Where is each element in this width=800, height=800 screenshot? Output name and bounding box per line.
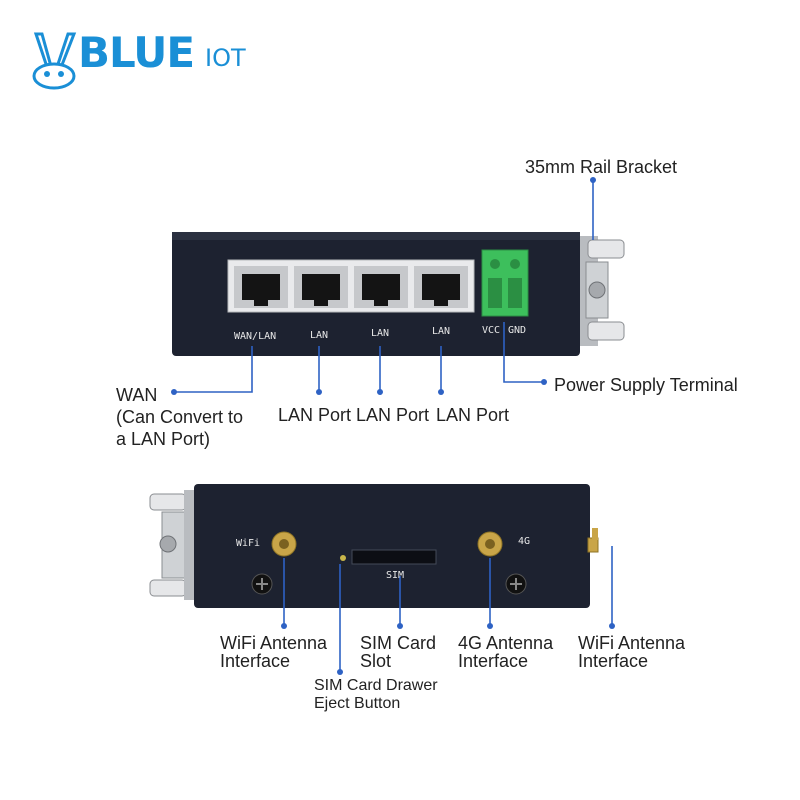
sim-slot [351, 549, 437, 565]
bottom-device [149, 484, 599, 608]
lan-port-label-2: LAN Port [356, 405, 430, 425]
port-label-lan-2: LAN [371, 328, 390, 339]
4g-antenna-connector [477, 531, 503, 557]
brand-suffix: IOT [205, 44, 246, 72]
lan-port-2 [354, 266, 408, 308]
top-device [172, 232, 625, 356]
wan-label-line1: WAN [116, 385, 158, 405]
brand-name: BLUE [78, 28, 195, 77]
screw-icon [251, 573, 273, 595]
power-terminal-label: Power Supply Terminal [554, 375, 738, 395]
wifi-device-label: WiFi [236, 538, 261, 549]
eject-button-label-line2: Eject Button [314, 695, 401, 712]
sim-device-label: SIM [386, 570, 405, 581]
brand-logo-icon [32, 32, 77, 90]
terminal-label-gnd: GND [508, 325, 527, 336]
rail-bracket [578, 236, 625, 346]
wan-lan-port [234, 266, 288, 308]
eject-button-label-line1: SIM Card Drawer [314, 677, 438, 694]
sim-slot-label-line1: SIM Card [360, 633, 437, 653]
4g-antenna-label-line1: 4G Antenna [458, 633, 554, 653]
wifi-antenna-2-label-line1: WiFi Antenna [578, 633, 686, 653]
callout-lines [174, 180, 613, 672]
wifi-antenna-connector [271, 531, 297, 557]
device-rear-body [194, 484, 590, 608]
rail-bracket-label: 35mm Rail Bracket [525, 157, 678, 177]
callout-dots [171, 177, 615, 675]
side-wifi-antenna-connector [587, 528, 599, 553]
lan-port-3 [414, 266, 468, 308]
wan-label-line2: (Can Convert to [116, 407, 244, 427]
4g-device-label: 4G [518, 536, 531, 547]
lan-port-label-3: LAN Port [436, 405, 510, 425]
port-label-wan-lan: WAN/LAN [234, 331, 277, 342]
eject-button [340, 555, 346, 561]
rail-bracket-rear [149, 490, 196, 600]
sim-slot-label-line2: Slot [360, 651, 392, 671]
terminal-label-vcc: VCC [482, 325, 501, 336]
lan-port-1 [294, 266, 348, 308]
screw-icon [505, 573, 527, 595]
wifi-antenna-1-label-line2: Interface [220, 651, 291, 671]
port-label-lan-1: LAN [310, 330, 329, 341]
port-label-lan-3: LAN [432, 326, 451, 337]
wan-label-line3: a LAN Port) [116, 429, 211, 449]
wifi-antenna-1-label-line1: WiFi Antenna [220, 633, 328, 653]
lan-port-label-1: LAN Port [278, 405, 352, 425]
wifi-antenna-2-label-line2: Interface [578, 651, 649, 671]
power-terminal [481, 249, 529, 317]
4g-antenna-label-line2: Interface [458, 651, 529, 671]
